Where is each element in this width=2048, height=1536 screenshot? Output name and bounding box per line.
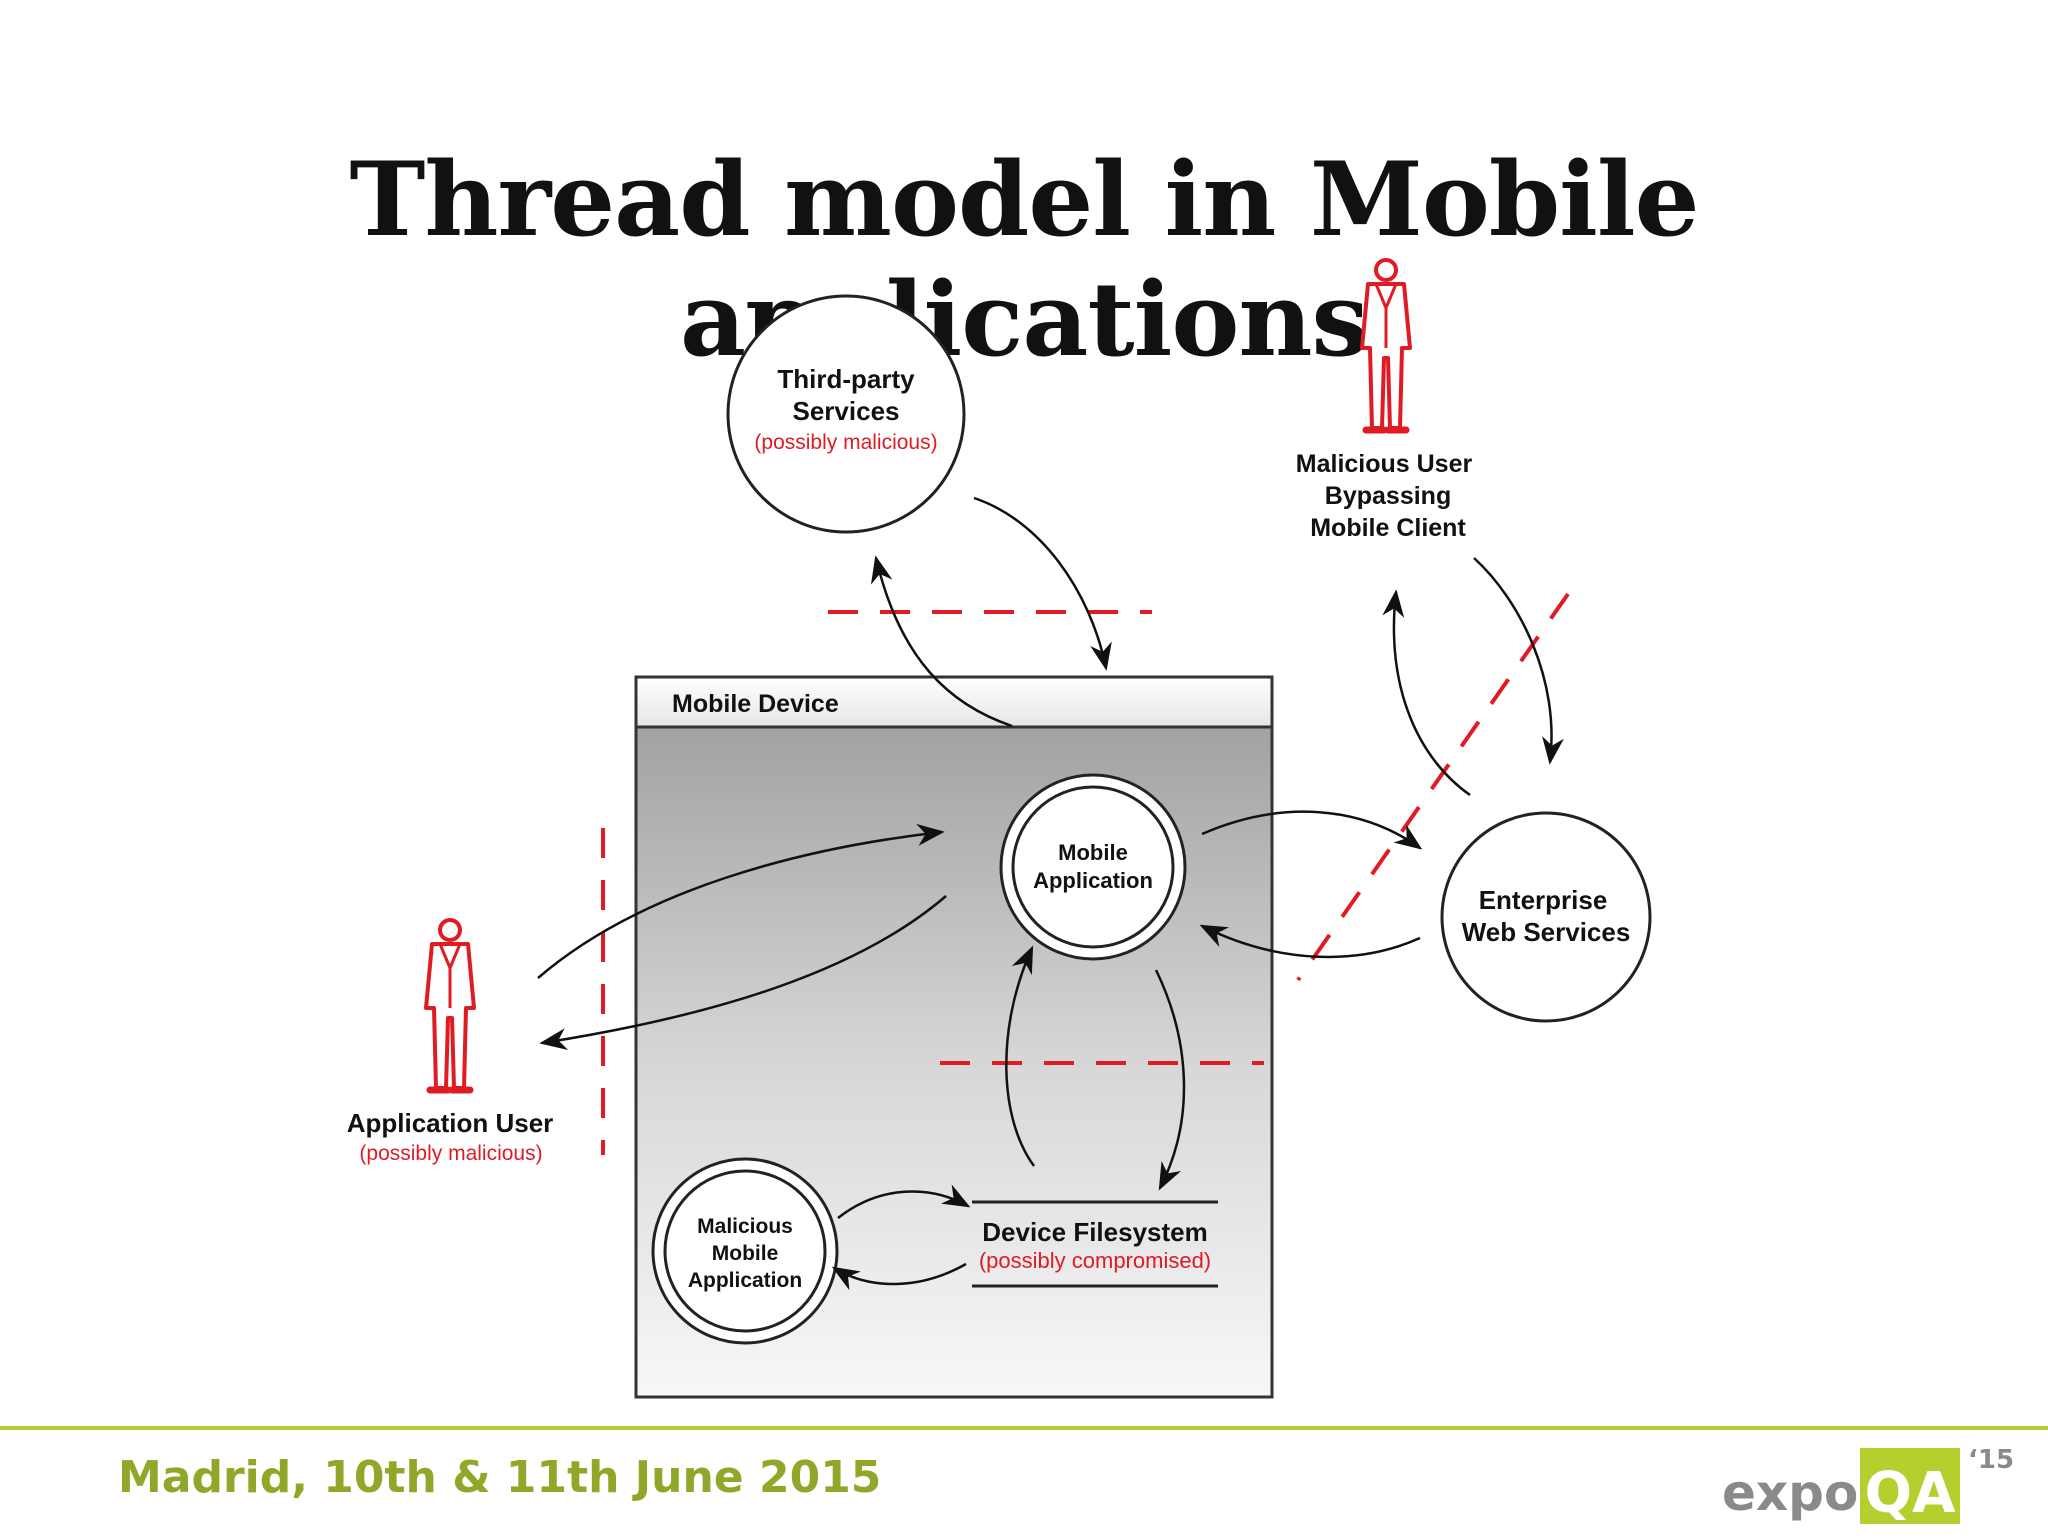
flow-arrow [537, 823, 945, 979]
boundary-enterprise [1296, 592, 1570, 982]
third-party-label-2: Services [793, 396, 900, 426]
slide-title: Thread model in Mobile applications [349, 140, 1699, 380]
logo-year: ‘15 [1968, 1445, 2014, 1475]
enterprise-label: Enterprise [1479, 885, 1608, 915]
malicious-app-label-3: Application [688, 1269, 802, 1292]
data-flows [537, 496, 1564, 1291]
logo-word: expo [1722, 1464, 1858, 1522]
mobile-app-label-2: Application [1033, 868, 1153, 893]
flow-arrow [1382, 589, 1471, 797]
flow-arrow [1199, 924, 1421, 959]
application-user-node: Application User (possibly malicious) [347, 920, 554, 1165]
threat-model-diagram: Mobile Device Third-party Services (poss… [347, 0, 1652, 1399]
enterprise-label-2: Web Services [1462, 917, 1631, 947]
filesystem-label: Device Filesystem [982, 1217, 1207, 1247]
mobile-application-node: Mobile Application [999, 773, 1187, 961]
flow-arrow [1154, 969, 1186, 1191]
third-party-services-node: Third-party Services (possibly malicious… [726, 294, 966, 534]
flow-arrow [1201, 810, 1423, 850]
flow-arrow [837, 1184, 971, 1219]
flow-arrow [539, 895, 947, 1051]
malicious-user-label-3: Mobile Client [1310, 514, 1466, 542]
footer-divider [0, 1426, 2048, 1430]
flow-arrow [1473, 557, 1564, 765]
footer-event-date: Madrid, 10th & 11th June 2015 [118, 1452, 882, 1503]
expoqa-logo: expo QA ‘15 [1722, 1445, 2014, 1526]
application-user-icon [426, 920, 474, 1090]
malicious-user-icon [1362, 260, 1410, 430]
device-filesystem-node: Device Filesystem (possibly compromised) [972, 1200, 1218, 1288]
malicious-user-node: Malicious User Bypassing Mobile Client [1296, 260, 1473, 542]
enterprise-web-services-node: Enterprise Web Services [1440, 811, 1652, 1023]
trust-boundaries [601, 592, 1570, 1155]
third-party-label: Third-party [777, 364, 915, 394]
mobile-app-label: Mobile [1058, 840, 1128, 865]
malicious-mobile-app-node: Malicious Mobile Application [651, 1157, 839, 1345]
application-user-note: (possibly malicious) [359, 1142, 542, 1165]
malicious-user-label-2: Bypassing [1325, 482, 1451, 510]
filesystem-note: (possibly compromised) [979, 1248, 1211, 1273]
malicious-user-label: Malicious User [1296, 450, 1473, 478]
flow-arrow [1005, 945, 1036, 1167]
flow-arrow [831, 1262, 967, 1291]
application-user-label: Application User [347, 1108, 554, 1138]
flow-arrow [870, 555, 1013, 728]
logo-mark: QA [1865, 1461, 1957, 1526]
mobile-device-label: Mobile Device [672, 690, 839, 718]
malicious-app-label-2: Mobile [712, 1242, 779, 1265]
flow-arrow [973, 496, 1112, 671]
third-party-note: (possibly malicious) [754, 431, 937, 454]
malicious-app-label: Malicious [697, 1215, 793, 1238]
